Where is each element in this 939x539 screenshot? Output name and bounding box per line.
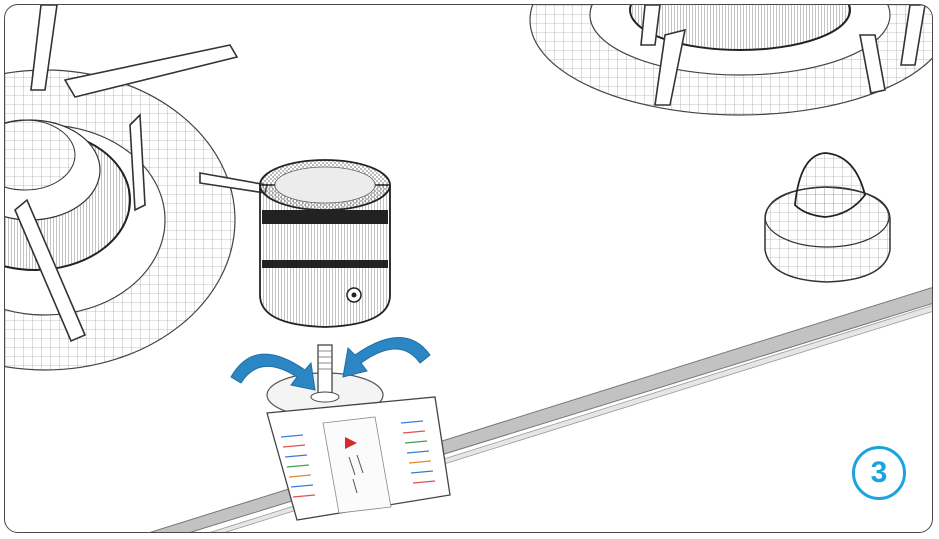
right-burner (529, 5, 932, 116)
mounted-control-knob (764, 152, 891, 283)
scale-ticks-right (400, 420, 436, 484)
removed-control-knob (259, 159, 391, 328)
left-grate (14, 5, 268, 343)
control-label-strip (266, 396, 451, 521)
scale-ticks-left (280, 434, 316, 498)
curved-arrow-counterclockwise-icon (342, 337, 431, 378)
cooktop-front-edge (149, 287, 932, 532)
step-number-badge: 3 (852, 446, 906, 500)
cooktop-illustration (5, 5, 932, 532)
illustration-frame: 3 (4, 4, 933, 533)
left-burner (5, 69, 236, 371)
curved-arrow-clockwise-icon (230, 353, 316, 391)
red-pointer-mark (345, 437, 357, 449)
right-grate (640, 5, 926, 106)
step-number: 3 (870, 456, 888, 489)
